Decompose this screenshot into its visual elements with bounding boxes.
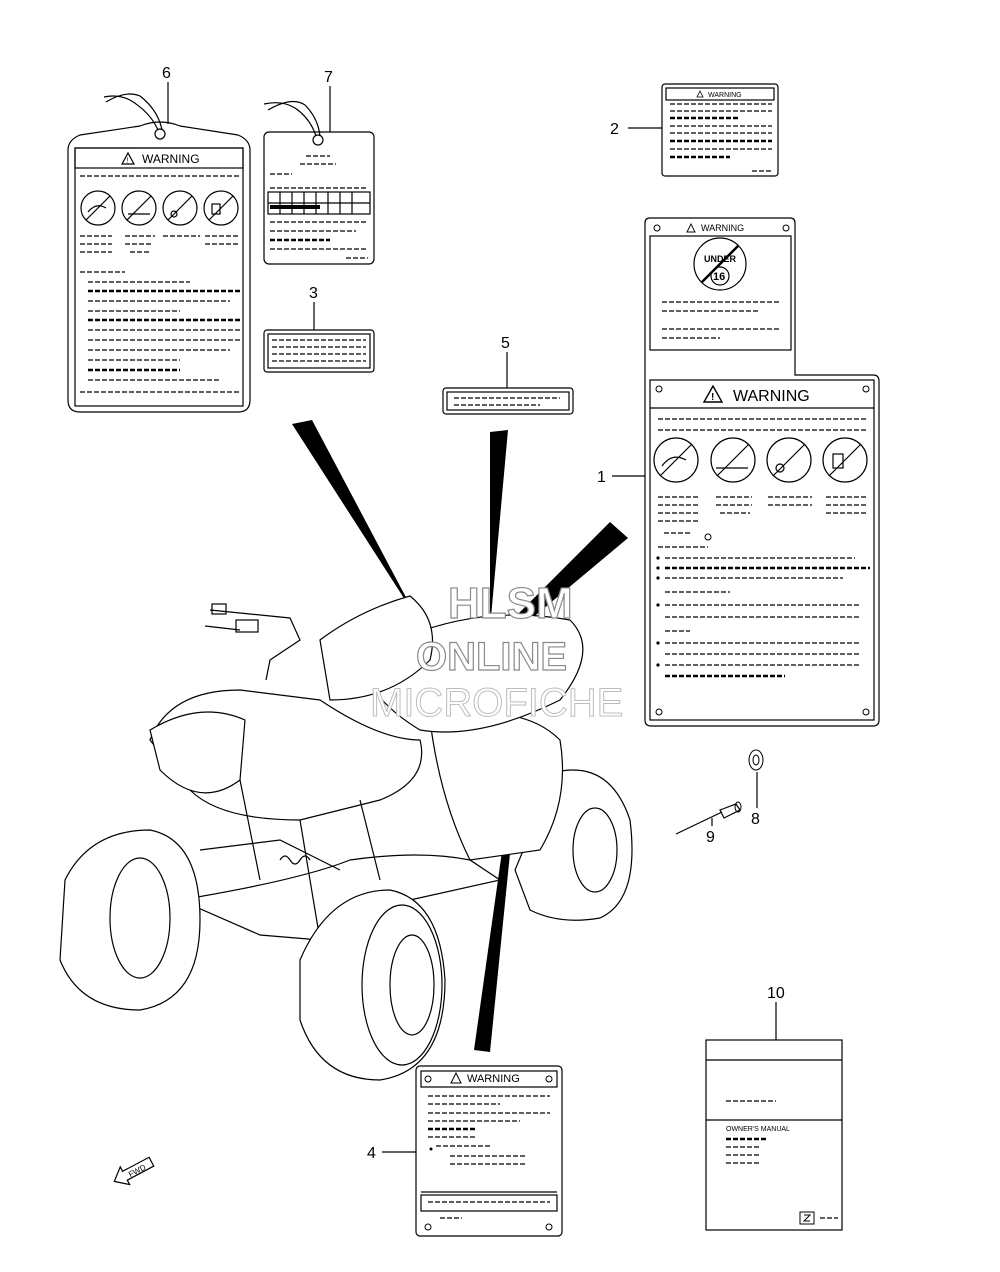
owners-manual-part-10: OWNER'S MANUAL <box>705 1039 843 1231</box>
callout-7: 7 <box>324 69 333 86</box>
callout-1: 1 <box>597 469 606 486</box>
label-1-top-warning-text: WARNING <box>701 223 744 233</box>
no-paved-surface-icon <box>710 437 756 483</box>
no-passenger-icon <box>80 190 116 226</box>
label-2: WARNING <box>661 83 779 177</box>
callout-2: 2 <box>610 121 619 138</box>
warning-triangle-icon <box>450 1071 462 1084</box>
callout-5: 5 <box>501 335 510 352</box>
washer-part-8 <box>748 749 764 771</box>
svg-text:!: ! <box>127 158 129 165</box>
watermark: HLSM ONLINE MICROFICHE <box>370 578 624 725</box>
callout-6: 6 <box>162 65 171 82</box>
no-drugs-alcohol-icon <box>766 437 812 483</box>
label-3 <box>263 329 375 373</box>
watermark-line-3: MICROFICHE <box>370 681 623 725</box>
no-paved-surface-icon <box>121 190 157 226</box>
watermark-line-2: ONLINE <box>416 635 567 679</box>
fwd-arrow-icon: FWD <box>113 1156 155 1186</box>
label-4-warning-text: WARNING <box>467 1073 520 1085</box>
label-5 <box>442 387 574 415</box>
label-1-warning-text: WARNING <box>733 388 810 405</box>
helmet-icon <box>203 190 239 226</box>
label-1: WARNING UNDER 16 ! WARNING <box>644 217 880 727</box>
atv-drawing <box>59 595 633 1081</box>
callout-9: 9 <box>706 829 715 846</box>
label-6-warning-text: WARNING <box>142 152 200 166</box>
rivet-part-9 <box>675 801 742 835</box>
warning-triangle-icon: ! <box>702 384 724 403</box>
watermark-line-1: HLSM <box>448 579 573 628</box>
warning-triangle-icon: ! <box>120 151 136 165</box>
label-6-hang-tag: ! WARNING <box>67 93 251 413</box>
label-4: WARNING <box>415 1065 563 1237</box>
manual-title-text: OWNER'S MANUAL <box>726 1126 790 1133</box>
label-7-hang-tag <box>263 100 375 265</box>
no-passenger-icon <box>653 437 699 483</box>
no-drugs-alcohol-icon <box>162 190 198 226</box>
callout-10: 10 <box>767 985 785 1002</box>
label-2-warning-text: WARNING <box>708 92 742 99</box>
callout-3: 3 <box>309 285 318 302</box>
age-text: 16 <box>713 271 725 283</box>
callout-8: 8 <box>751 811 760 828</box>
under-text: UNDER <box>704 254 737 264</box>
no-under-16-icon: UNDER 16 <box>693 237 747 291</box>
helmet-icon <box>822 437 868 483</box>
callout-4: 4 <box>367 1145 376 1162</box>
svg-text:!: ! <box>711 392 714 403</box>
